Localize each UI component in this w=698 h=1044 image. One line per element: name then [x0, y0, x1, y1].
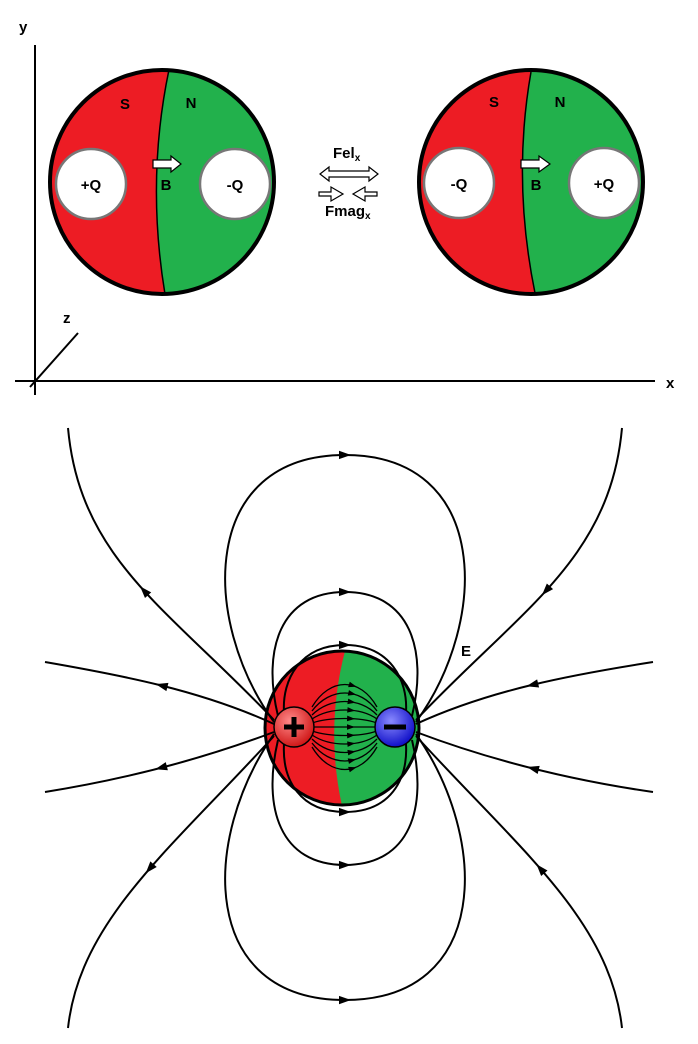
field-line: [67, 735, 275, 1029]
dipole-field-diagram: E: [44, 427, 654, 1029]
field-line: [415, 427, 623, 721]
double-arrow-icon: [319, 165, 379, 183]
attract-arrow-right-icon: [351, 185, 378, 203]
field-arrow-icon: [347, 698, 356, 705]
inner-field-line: [311, 738, 378, 753]
inner-field-line: [311, 730, 378, 737]
force-indicators: Felx Fmagx: [318, 145, 379, 222]
b-field-label: B: [531, 177, 542, 194]
field-arrow-icon: [527, 765, 540, 774]
field-arrow-icon: [348, 766, 357, 773]
sphere-outline: [263, 649, 421, 807]
magnetic-force-label: Fmagx: [325, 203, 371, 222]
b-field-arrow-icon: [152, 154, 182, 174]
electric-field-lines: [44, 427, 654, 1029]
b-field-label: B: [161, 177, 172, 194]
y-axis-label: y: [19, 19, 28, 36]
field-arrow-icon: [347, 724, 355, 730]
field-arrow-icon: [338, 860, 351, 870]
south-label: S: [120, 96, 130, 113]
z-axis: [29, 332, 79, 388]
left-charge-label: +Q: [81, 177, 102, 194]
field-arrow-icon: [347, 749, 356, 756]
left-sphere: +Q -Q S N B: [48, 68, 276, 296]
sphere-outline: [48, 68, 276, 296]
pole-boundary: [155, 70, 171, 294]
field-arrow-icon: [346, 715, 356, 722]
positive-charge: [273, 706, 315, 748]
field-arrow-icon: [140, 586, 152, 599]
field-arrow-icon: [526, 679, 540, 688]
negative-charge: [374, 706, 416, 748]
inner-field-line: [311, 734, 378, 745]
field-line: [415, 661, 654, 725]
b-field-arrow-icon: [520, 154, 552, 174]
field-arrow-icon: [145, 861, 157, 874]
field-line: [44, 731, 275, 793]
field-arrow-icon: [536, 864, 548, 877]
negative-charge-hole: [422, 146, 496, 220]
field-arrow-icon: [348, 681, 357, 688]
field-line: [44, 661, 275, 725]
inner-field-line: [311, 709, 378, 720]
field-arrow-icon: [346, 732, 356, 739]
positive-charge-hole: [567, 146, 641, 220]
field-line: [67, 427, 275, 721]
field-arrow-icon: [347, 690, 357, 696]
field-arrow-icon: [347, 758, 357, 764]
x-axis-label: x: [666, 375, 675, 392]
field-arrow-icon: [338, 640, 351, 650]
field-arrow-icon: [155, 682, 169, 692]
plus-icon: [284, 717, 304, 737]
sphere-outline: [417, 68, 645, 296]
field-arrow-icon: [338, 587, 351, 597]
negative-charge-hole: [198, 147, 272, 221]
north-label: N: [555, 94, 566, 111]
field-line: [415, 735, 623, 1029]
attract-arrow-left-icon: [318, 185, 345, 203]
right-sphere: -Q +Q S N B: [417, 68, 645, 296]
pole-boundary: [521, 71, 536, 294]
left-charge-label: -Q: [451, 176, 468, 193]
field-arrow-icon: [338, 450, 352, 460]
field-arrow-icon: [541, 583, 554, 596]
inner-field-line: [311, 742, 378, 762]
positive-charge-hole: [54, 147, 128, 221]
z-axis-label: z: [63, 310, 71, 327]
right-charge-label: +Q: [594, 176, 615, 193]
inner-field-line: [311, 692, 378, 712]
electric-force-label: Felx: [333, 145, 361, 164]
south-label: S: [489, 94, 499, 111]
field-arrow-icon: [338, 807, 351, 817]
field-arrow-icon: [347, 741, 356, 747]
inner-field-line: [311, 746, 378, 771]
coordinate-axes: y x z: [15, 19, 675, 395]
right-charge-label: -Q: [227, 177, 244, 194]
field-arrow-icon: [347, 707, 356, 713]
electric-field-label: E: [461, 643, 471, 660]
field-line: [415, 731, 654, 793]
inner-field-line: [311, 717, 378, 724]
inner-field-line: [311, 683, 378, 708]
inner-field-line: [311, 701, 378, 716]
north-label: N: [186, 95, 197, 112]
field-arrow-icon: [338, 995, 351, 1005]
field-arrow-icon: [155, 762, 168, 771]
